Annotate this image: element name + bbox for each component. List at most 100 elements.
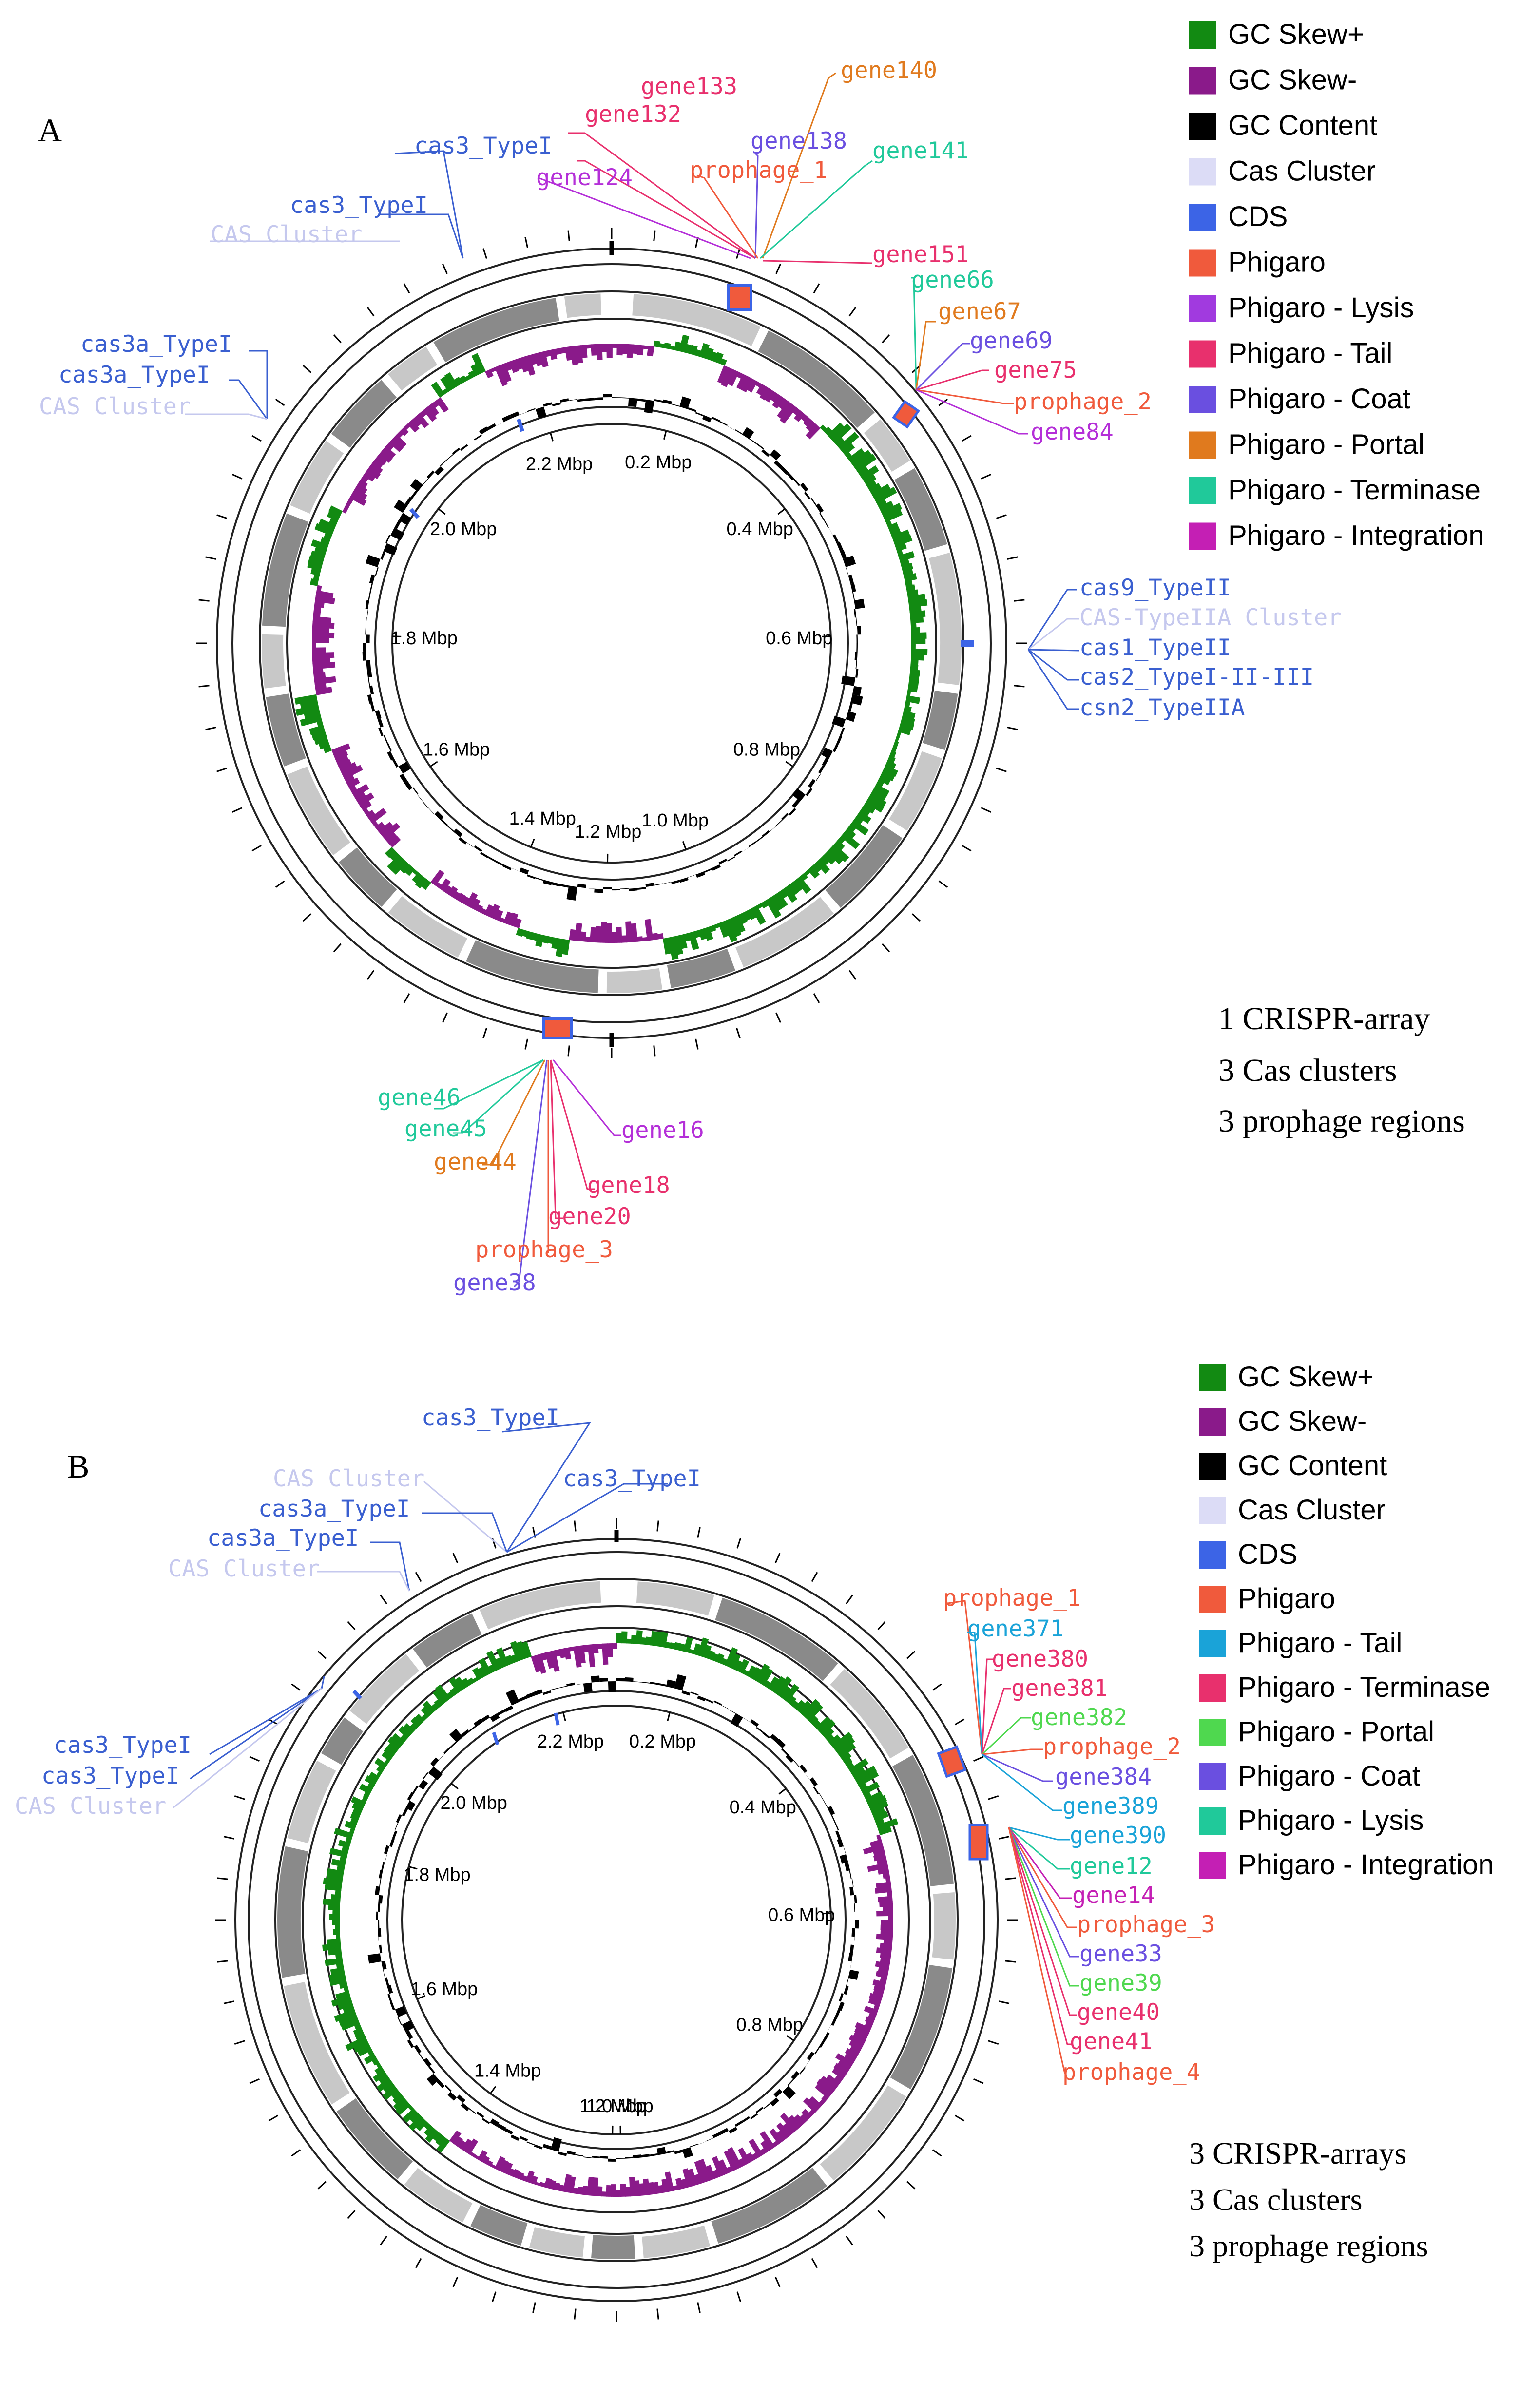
gc-content-bar: [748, 841, 756, 847]
gc-content-bar: [550, 1687, 559, 1690]
gc-content-bar: [550, 2137, 562, 2152]
scale-tick: [223, 2000, 234, 2004]
scale-tick: [217, 1960, 228, 1963]
gc-content-bar: [690, 1691, 699, 1696]
gc-skew-positive: [477, 1666, 487, 1678]
gc-skew-negative: [826, 2074, 841, 2088]
gc-content-bar: [426, 470, 435, 479]
gc-skew-positive: [904, 573, 917, 582]
gc-content-bar: [809, 1777, 818, 1786]
gc-content-bar: [461, 1729, 470, 1737]
outer-ticks-b: [215, 1518, 1018, 2322]
gc-skew-negative: [835, 2053, 854, 2068]
gc-content-bar: [792, 788, 806, 802]
gc-skew-positive: [384, 1746, 396, 1758]
gc-content-bar: [383, 543, 398, 556]
feature-label-a: gene141: [872, 137, 969, 164]
gc-skew-negative: [853, 2031, 867, 2042]
mbp-tick-label: 1.4 Mbp: [474, 2060, 541, 2081]
gc-skew-negative: [597, 1643, 603, 1649]
scale-tick: [217, 1877, 228, 1880]
gc-skew-negative: [672, 2185, 679, 2191]
gc-skew-negative: [848, 2034, 866, 2047]
gc-content-bar: [849, 1944, 854, 1954]
scale-tick: [996, 768, 1007, 772]
cds-block: [632, 294, 761, 346]
gc-content-bar: [674, 1674, 687, 1690]
gc-content-bar: [625, 1677, 634, 1682]
cas-mark-1-b: [352, 1690, 362, 1700]
gc-skew-negative: [625, 921, 633, 943]
gc-content-bar: [418, 2053, 424, 2061]
gc-skew-negative: [625, 2186, 631, 2197]
legend-swatch: [1199, 1497, 1226, 1524]
gc-content-bar: [608, 1681, 616, 1692]
gc-content-bar: [682, 2147, 693, 2158]
gc-skew-negative: [313, 667, 324, 675]
gc-content-bar: [633, 1681, 642, 1683]
gc-skew-negative: [717, 365, 730, 384]
gc-content-bar: [832, 715, 846, 728]
gc-content-bar: [474, 845, 482, 852]
gc-content-bar: [749, 438, 757, 444]
gc-skew-positive: [327, 510, 341, 521]
scale-tick: [317, 2181, 327, 2190]
gc-skew-negative: [698, 2158, 712, 2182]
gc-skew-negative: [427, 403, 440, 417]
gc-skew-negative: [452, 891, 461, 901]
scale-tick: [846, 1594, 853, 1605]
scale-tick: [249, 2078, 260, 2084]
feature-label-a: cas3_TypeI: [414, 133, 552, 159]
gc-content-bar: [742, 427, 754, 440]
mbp-tick-label: 1.2 Mbp: [575, 822, 641, 842]
scale-tick: [1014, 599, 1025, 602]
gc-skew-positive: [704, 347, 714, 361]
gc-skew-negative: [612, 1643, 617, 1649]
gc-skew-positive: [448, 1677, 462, 1693]
gc-skew-negative: [382, 446, 396, 459]
gc-skew-negative: [647, 346, 654, 357]
gc-skew-positive: [863, 473, 877, 485]
gc-skew-negative: [346, 777, 360, 789]
gc-skew-negative: [508, 912, 519, 927]
summary-line-b: 3 prophage regions: [1189, 2228, 1428, 2263]
gc-skew-negative: [503, 2162, 513, 2175]
feature-label-a: cas3_TypeI: [290, 192, 428, 219]
summary-line-a: 3 prophage regions: [1218, 1103, 1465, 1139]
cds-block: [404, 2168, 473, 2223]
gc-skew-positive: [859, 806, 871, 817]
gc-skew-negative: [656, 933, 664, 940]
gc-skew-negative: [600, 922, 607, 943]
gc-skew-positive: [359, 1784, 373, 1795]
scale-tick: [347, 2209, 356, 2219]
gc-skew-negative: [549, 1650, 560, 1672]
gc-skew-negative: [776, 2122, 791, 2139]
gc-content-bar: [476, 2111, 484, 2118]
gc-content-bar: [469, 2108, 476, 2114]
gc-content-bar: [828, 527, 833, 536]
cds-block: [929, 553, 962, 685]
gc-content-bar: [583, 1682, 593, 1693]
gc-skew-positive: [827, 847, 844, 864]
mbp-tick: [778, 1788, 787, 1795]
legend-swatch: [1189, 204, 1216, 231]
gc-content-bar: [497, 1709, 506, 1716]
scale-tick: [403, 993, 410, 1003]
gc-content-bar: [762, 830, 770, 837]
gc-skew-positive: [663, 342, 671, 349]
gc-skew-negative: [759, 386, 771, 401]
gc-skew-positive: [808, 866, 820, 879]
feature-label-b: prophage_3: [1077, 1911, 1215, 1938]
scale-tick: [234, 1795, 245, 1800]
gc-content-bar: [383, 1969, 385, 1978]
gc-skew-negative: [727, 2147, 742, 2170]
gc-skew-negative: [572, 2187, 579, 2194]
gc-content-bar: [365, 555, 381, 567]
gc-content-bar: [818, 765, 825, 774]
gc-skew-positive: [327, 1938, 341, 1945]
legend-label: Phigaro: [1238, 1583, 1335, 1614]
feature-label-b: gene14: [1072, 1882, 1155, 1909]
gc-skew-positive: [851, 1766, 866, 1778]
gc-skew-positive: [355, 2032, 366, 2041]
cds-block: [889, 751, 943, 831]
